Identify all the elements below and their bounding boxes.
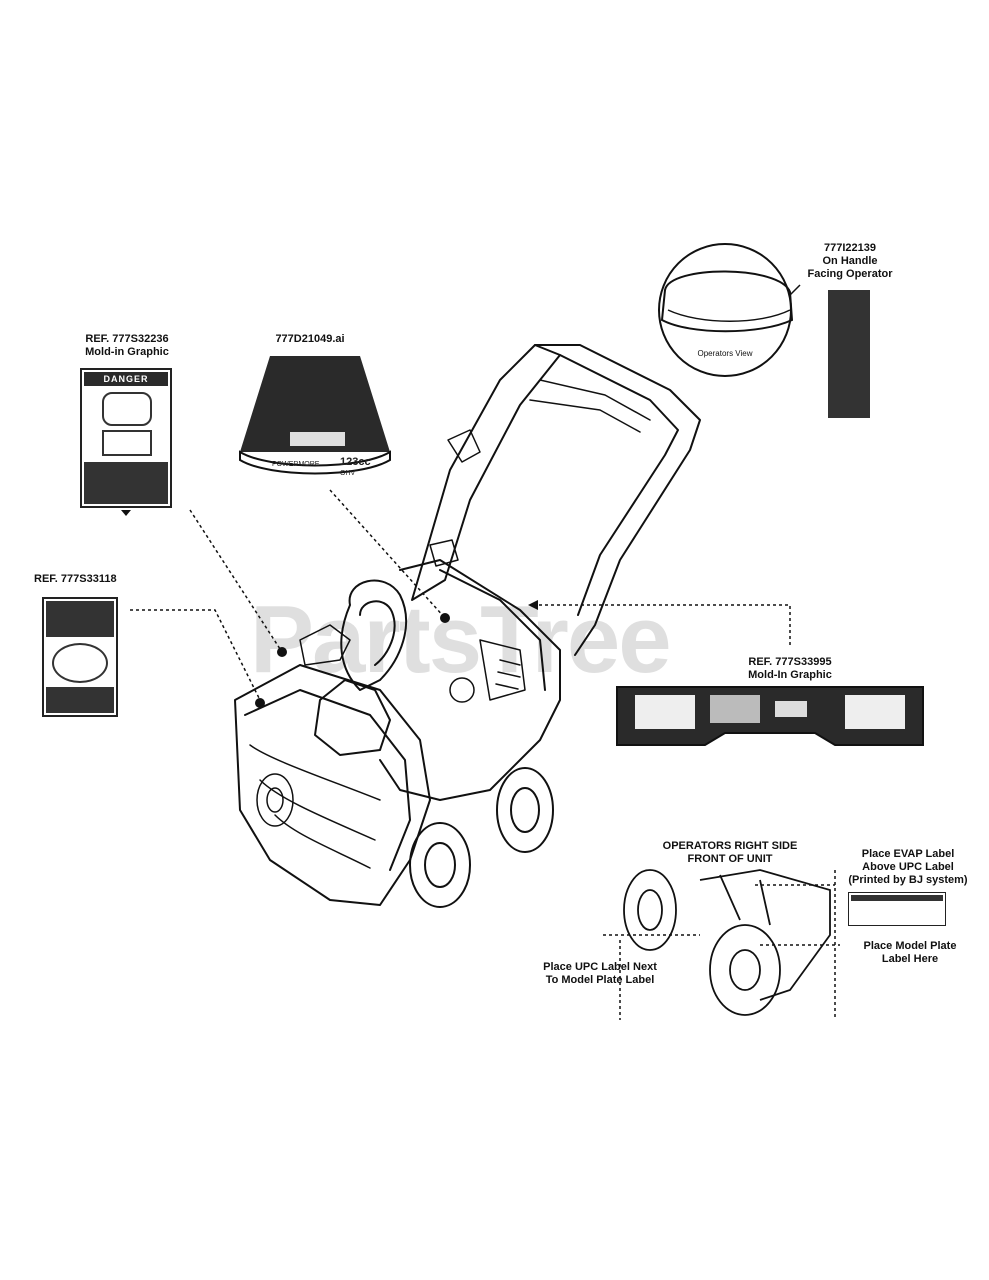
callout-777s33995: REF. 777S33995 Mold-In Graphic xyxy=(735,656,845,682)
engine-decal-cc: 123cc xyxy=(340,456,371,468)
callout-desc: Place EVAP Label xyxy=(861,848,955,860)
callout-desc: Place Model Plate xyxy=(863,940,957,952)
leader-line xyxy=(530,604,791,645)
warning-text-block xyxy=(84,462,168,504)
callout-desc: Mold-In Graphic xyxy=(748,669,832,681)
callout-place-upc: Place UPC Label Next To Model Plate Labe… xyxy=(530,961,670,987)
callout-desc: Place UPC Label Next xyxy=(543,961,657,973)
engine-decal-ohv: OHV xyxy=(340,470,356,477)
callout-777s32236: REF. 777S32236 Mold-in Graphic xyxy=(68,333,186,359)
decal-777s33995 xyxy=(616,686,924,746)
callout-ref: 777I22139 xyxy=(824,242,876,254)
danger-header xyxy=(46,601,114,637)
callout-777d21049: 777D21049.ai xyxy=(255,333,365,346)
decal-777i22139 xyxy=(828,290,870,418)
callout-desc: On Handle xyxy=(822,255,878,267)
inset-title: OPERATORS RIGHT SIDE xyxy=(662,840,798,852)
leader-line xyxy=(189,509,283,653)
callout-place-evap: Place EVAP Label Above UPC Label (Printe… xyxy=(838,848,978,887)
engine-decal-brand: POWERMORE xyxy=(272,461,320,468)
hand-hazard-pictogram xyxy=(102,392,152,426)
warning-text-block xyxy=(46,687,114,713)
engine-housing xyxy=(379,559,561,801)
callout-desc: Facing Operator xyxy=(807,268,893,280)
callout-operators-right-side: OPERATORS RIGHT SIDE FRONT OF UNIT xyxy=(650,840,810,866)
evap-label xyxy=(848,892,946,926)
callout-desc: (Printed by BJ system) xyxy=(848,874,968,886)
callout-desc: Mold-in Graphic xyxy=(85,346,169,358)
callout-ref: REF. 777S33995 xyxy=(748,656,832,668)
decal-777s33118 xyxy=(42,597,118,717)
callout-desc: Label Here xyxy=(881,953,939,965)
decal-777d21049 xyxy=(239,356,391,475)
evap-label-header xyxy=(851,895,943,901)
callout-place-model-plate: Place Model Plate Label Here xyxy=(840,940,980,966)
discharge-chute xyxy=(340,579,408,691)
callout-ref: REF. 777S33118 xyxy=(34,573,117,585)
callout-777i22139: 777I22139 On Handle Facing Operator xyxy=(790,242,910,281)
decal-777s32236: DANGER xyxy=(80,368,172,508)
callout-desc: To Model Plate Label xyxy=(545,974,655,986)
callout-ref: REF. 777S32236 xyxy=(85,333,169,345)
handle-bar xyxy=(534,344,701,656)
inset-subtitle: FRONT OF UNIT xyxy=(687,853,773,865)
operators-view-label: Operators View xyxy=(697,349,753,358)
callout-777s33118: REF. 777S33118 xyxy=(34,573,117,586)
wheel xyxy=(409,822,471,908)
callout-ref: 777D21049.ai xyxy=(275,333,345,345)
wheel xyxy=(496,767,554,853)
rotating-auger-pictogram xyxy=(52,643,108,683)
watermark: PartsTree xyxy=(250,586,672,693)
pictogram-box xyxy=(102,430,152,456)
danger-band: DANGER xyxy=(84,372,168,386)
leader-line xyxy=(329,489,446,619)
leader-line xyxy=(130,609,261,701)
callout-desc: Above UPC Label xyxy=(862,861,954,873)
